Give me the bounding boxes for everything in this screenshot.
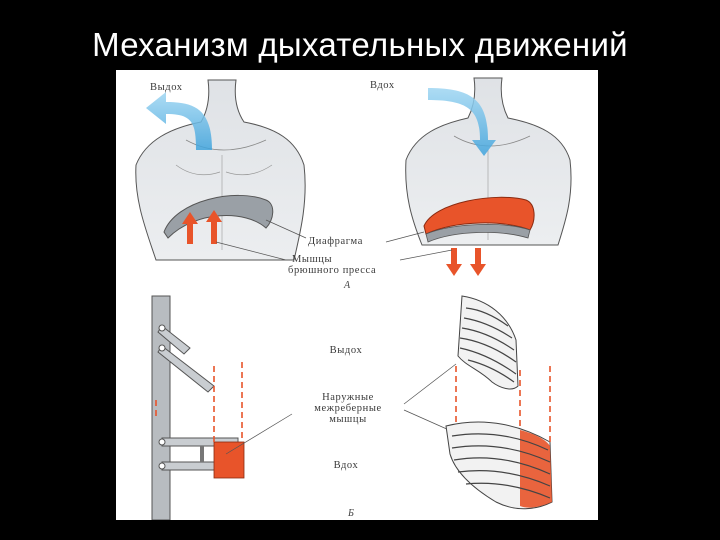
inhale-caption: Вдох	[370, 80, 395, 91]
panel-a-letter: А	[343, 280, 351, 291]
rib-l5	[465, 482, 551, 499]
leader-abdominal-right	[399, 249, 453, 261]
orange-arrow-shaft-2	[211, 220, 217, 244]
abdominal-label-line1: Мышцы	[292, 254, 332, 265]
leader-diaphragm-right	[385, 231, 425, 243]
diaphragm-dome-gray	[163, 194, 274, 239]
leader-abdominal-left	[215, 241, 287, 261]
exhale-caption: Выдох	[150, 82, 183, 93]
breathing-mechanism-figure: Выдох Вдох	[116, 70, 598, 520]
lever-upper-state	[157, 324, 215, 393]
connector-bar	[200, 446, 204, 462]
rib-cage-exhale	[457, 295, 519, 390]
slide-title: Механизм дыхательных движений	[92, 26, 628, 63]
pivot-2	[158, 344, 166, 352]
rib-u5	[459, 347, 517, 375]
lever-lower-state	[158, 437, 245, 479]
inhale-air-arrow	[428, 88, 496, 156]
rib-l1	[451, 433, 549, 451]
abdominal-label-line2: брюшного пресса	[288, 265, 376, 276]
rib-u4	[459, 337, 517, 363]
leader-muscles-right-up	[403, 363, 457, 405]
pivot-4	[158, 462, 166, 470]
rib-u1	[465, 307, 509, 327]
leader-muscles-left	[225, 413, 293, 455]
exhale-air-arrow	[146, 92, 212, 150]
blue-arrow-down	[428, 88, 496, 156]
orange-arrow-head-1	[182, 212, 198, 224]
muscles-label-line3: мышцы	[329, 414, 366, 425]
rib-lever-model	[151, 295, 245, 520]
panel-b-inhale-caption: Вдох	[334, 460, 359, 471]
ribs-upper	[459, 307, 517, 383]
muscles-label-line2: межреберные	[314, 403, 382, 414]
muscle-block-red	[213, 441, 245, 479]
orange-down-shaft-1	[451, 248, 457, 266]
rib-l2	[451, 445, 551, 463]
pivot-1	[158, 324, 166, 332]
pivot-3	[158, 438, 166, 446]
rib-cage-inhale	[445, 421, 553, 510]
muscles-label-line1: Наружные	[322, 392, 374, 403]
exhale-diaphragm	[163, 194, 274, 239]
rib-l3	[453, 457, 551, 475]
rib-u6	[467, 359, 515, 383]
rib-u2	[463, 317, 513, 339]
diaphragm-flat-red	[423, 196, 535, 235]
orange-down-head-2	[470, 264, 486, 276]
blue-arrow-up	[146, 92, 212, 150]
rib-u3	[461, 327, 515, 351]
rib-l4	[457, 470, 551, 487]
panel-b-exhale-caption: Выдох	[330, 345, 363, 356]
panel-b-letter: Б	[347, 508, 354, 519]
leader-diaphragm-left	[265, 219, 307, 239]
ribs-lower	[451, 433, 551, 499]
diaphragm-label: Диафрагма	[308, 236, 363, 247]
ribcage-outline-upper	[457, 295, 519, 390]
inhale-diaphragm	[423, 196, 535, 243]
pectoral-lines	[175, 164, 273, 176]
clavicle-line	[185, 139, 267, 151]
orange-arrow-shaft-1	[187, 222, 193, 244]
abdominal-push-arrows-up	[182, 210, 222, 244]
orange-down-head-1	[446, 264, 462, 276]
orange-down-shaft-2	[475, 248, 481, 266]
figure-canvas: Выдох Вдох	[135, 77, 572, 520]
orange-arrow-head-2	[206, 210, 222, 222]
ribcage-guide-dashes	[455, 366, 551, 442]
panel-a-leader-lines	[215, 219, 453, 261]
abdominal-push-arrows-down	[446, 248, 486, 276]
diaphragm-lower-gray	[425, 224, 531, 243]
lever-guide-dashes	[155, 362, 243, 442]
